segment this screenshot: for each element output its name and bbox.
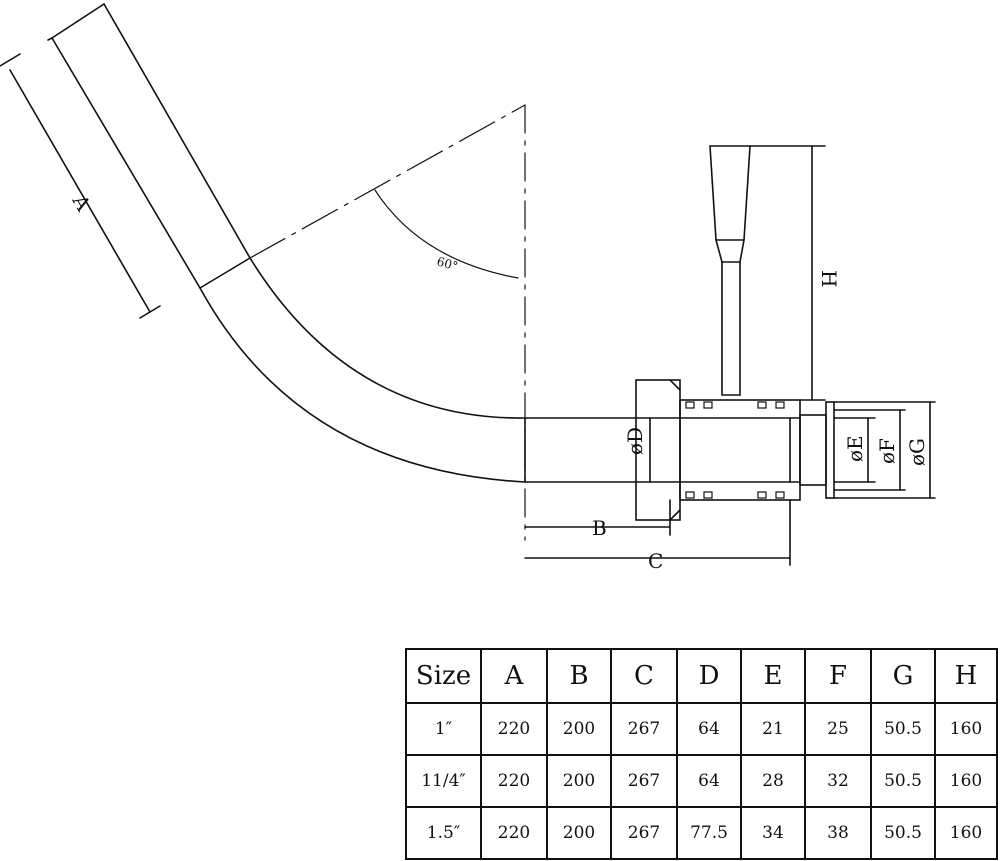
table-cell: 38 (804, 806, 872, 860)
dimension-f-label: øF (875, 438, 899, 464)
table-cell: 160 (934, 806, 998, 860)
dimension-h-label: H (817, 270, 841, 287)
pipe-section-line (199, 257, 251, 289)
table-cell: 50.5 (870, 702, 936, 756)
seal-ring-bottom (685, 491, 785, 499)
table-cell: 77.5 (676, 806, 742, 860)
table-cell: 220 (480, 702, 548, 756)
table-cell: 25 (804, 702, 872, 756)
table-cell: 28 (740, 754, 806, 808)
table-cell: 200 (546, 702, 612, 756)
table-header-cell: B (546, 648, 612, 704)
pipe-outer-wall (51, 37, 526, 483)
table-cell: 64 (676, 754, 742, 808)
table-cell-size: 1.5″ (405, 806, 482, 860)
table-row: 1.5″ 220 200 267 77.5 34 38 50.5 160 (405, 806, 998, 860)
table-cell-size: 11/4″ (405, 754, 482, 808)
table-header-cell: Size (405, 648, 482, 704)
outlet-cap (799, 414, 827, 486)
table-cell: 220 (480, 806, 548, 860)
table-cell: 160 (934, 702, 998, 756)
table-cell-size: 1″ (405, 702, 482, 756)
table-header-cell: G (870, 648, 936, 704)
valve-handle (709, 145, 751, 396)
table-cell: 50.5 (870, 754, 936, 808)
table-cell: 267 (610, 754, 678, 808)
dimension-c-label: C (648, 549, 663, 573)
table-header-cell: C (610, 648, 678, 704)
dimension-d-label: øD (623, 427, 647, 455)
table-row: 1″ 220 200 267 64 21 25 50.5 160 (405, 702, 998, 756)
table-header-row: Size A B C D E F G H (405, 648, 998, 704)
dimension-e-label: øE (843, 435, 867, 462)
dimension-a-line (9, 69, 151, 313)
center-line-angled (249, 104, 526, 259)
angle-label: 60° (435, 254, 459, 273)
size-specification-table: Size A B C D E F G H 1″ 220 200 267 64 2… (405, 648, 998, 860)
table-header-cell: F (804, 648, 872, 704)
table-cell: 220 (480, 754, 548, 808)
table-cell: 50.5 (870, 806, 936, 860)
table-header-cell: D (676, 648, 742, 704)
table-cell: 267 (610, 702, 678, 756)
valve-body (679, 399, 801, 501)
table-cell: 200 (546, 806, 612, 860)
table-cell: 200 (546, 754, 612, 808)
dimension-b-label: B (592, 516, 607, 540)
seal-ring-top (685, 401, 785, 409)
table-cell: 267 (610, 806, 678, 860)
table-cell: 34 (740, 806, 806, 860)
pipe-inner-wall (103, 3, 526, 419)
table-cell: 160 (934, 754, 998, 808)
pipe-end-cap (51, 3, 105, 39)
angle-arc (374, 189, 519, 279)
table-header-cell: H (934, 648, 998, 704)
table-row: 11/4″ 220 200 267 64 28 32 50.5 160 (405, 754, 998, 808)
table-cell: 64 (676, 702, 742, 756)
table-header-cell: E (740, 648, 806, 704)
valve-flange (635, 379, 681, 521)
table-cell: 21 (740, 702, 806, 756)
outlet-nipple (825, 401, 835, 499)
table-cell: 32 (804, 754, 872, 808)
table-header-cell: A (480, 648, 548, 704)
dimension-g-label: øG (905, 438, 929, 466)
